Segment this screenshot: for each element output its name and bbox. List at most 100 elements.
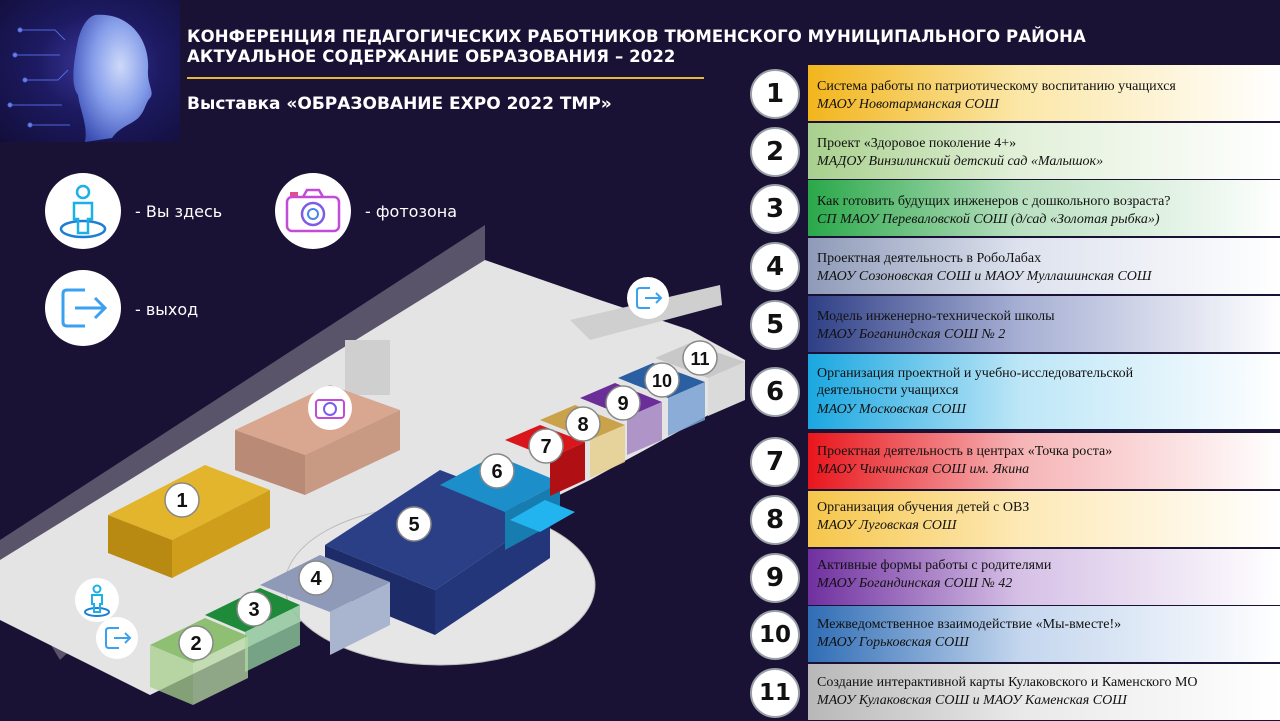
exhibit-number: 1 bbox=[750, 69, 800, 119]
svg-text:9: 9 bbox=[617, 393, 628, 415]
exhibit-number: 11 bbox=[750, 668, 800, 718]
title-line-1: КОНФЕРЕНЦИЯ ПЕДАГОГИЧЕСКИХ РАБОТНИКОВ ТЮ… bbox=[187, 27, 1086, 46]
exhibit-number: 10 bbox=[750, 610, 800, 660]
exhibit-school: МАОУ Созоновская СОШ и МАОУ Муллашинская… bbox=[817, 269, 1152, 284]
camera-icon bbox=[315, 399, 345, 419]
map-photozone-marker bbox=[308, 386, 352, 430]
exhibit-row-1: 1 Система работы по патриотическому восп… bbox=[742, 65, 1280, 122]
map-marker-2: 2 bbox=[178, 625, 214, 661]
stand-3-side bbox=[245, 605, 300, 672]
exhibition-subtitle: Выставка «ОБРАЗОВАНИЕ EXPO 2022 ТМР» bbox=[187, 94, 612, 114]
exit-icon bbox=[105, 627, 132, 649]
exhibit-row-panel bbox=[808, 549, 1280, 605]
stand-2-front bbox=[150, 645, 193, 705]
legend-photozone bbox=[275, 173, 351, 249]
map-marker-5: 5 bbox=[396, 506, 432, 542]
exhibit-title: Активные формы работы с родителями bbox=[817, 558, 1052, 573]
title-divider bbox=[187, 77, 704, 79]
exhibit-school: МАОУ Богандинская СОШ № 42 bbox=[817, 576, 1013, 591]
exhibit-row-panel bbox=[808, 123, 1280, 179]
stand-4-side bbox=[330, 582, 390, 655]
map-exit-marker-bottom bbox=[96, 617, 138, 659]
map-marker-4: 4 bbox=[298, 560, 334, 596]
exhibit-number: 6 bbox=[750, 367, 800, 417]
photozone-side bbox=[305, 410, 400, 495]
exhibit-school: МАОУ Новотарманская СОШ bbox=[817, 97, 999, 112]
exit-icon bbox=[636, 287, 663, 309]
exhibition-floor-map: 1 2 3 4 5 6 7 8 9 10 11 bbox=[0, 225, 745, 705]
legend-exit bbox=[45, 270, 121, 346]
exhibit-title: Организация проектной и учебно-исследова… bbox=[817, 366, 1134, 398]
person-here-icon bbox=[84, 584, 110, 617]
camera-icon bbox=[285, 188, 341, 233]
map-marker-3: 3 bbox=[236, 591, 272, 627]
exhibit-title: Модель инженерно-технической школы bbox=[817, 309, 1055, 324]
exhibit-row-panel bbox=[808, 354, 1280, 429]
legend-photozone-label: - фотозона bbox=[365, 202, 457, 221]
svg-text:7: 7 bbox=[540, 436, 551, 458]
stand-6-front-block bbox=[510, 500, 575, 532]
exhibit-number: 8 bbox=[750, 495, 800, 545]
exhibit-row-panel bbox=[808, 296, 1280, 352]
conference-logo bbox=[0, 0, 180, 142]
exhibit-row-panel bbox=[808, 664, 1280, 720]
legend-you-are-here-label: - Вы здесь bbox=[135, 202, 223, 221]
photozone-front bbox=[235, 430, 305, 495]
map-marker-6: 6 bbox=[479, 453, 515, 489]
exhibit-number: 4 bbox=[750, 242, 800, 292]
exhibit-number: 9 bbox=[750, 553, 800, 603]
exhibit-row-panel bbox=[808, 180, 1280, 236]
exhibit-row-panel bbox=[808, 606, 1280, 662]
exhibit-title: Организация обучения детей с ОВЗ bbox=[817, 500, 1030, 515]
exhibit-title: Проектная деятельность в РобоЛабах bbox=[817, 251, 1042, 266]
svg-text:4: 4 bbox=[310, 568, 322, 590]
exhibit-row-11: 11 Создание интерактивной карты Кулаковс… bbox=[742, 664, 1280, 721]
partition-wall bbox=[345, 340, 390, 395]
exhibit-school: МАОУ Боганиндская СОШ № 2 bbox=[817, 327, 1006, 342]
exhibit-row-panel bbox=[808, 65, 1280, 121]
person-here-icon bbox=[59, 184, 107, 239]
svg-text:6: 6 bbox=[491, 461, 502, 483]
svg-text:3: 3 bbox=[248, 599, 259, 621]
map-marker-9: 9 bbox=[605, 385, 641, 421]
exit-icon bbox=[61, 288, 108, 328]
floor bbox=[0, 260, 745, 695]
stand-2-side bbox=[193, 636, 248, 705]
exhibit-school: МАОУ Чикчинская СОШ им. Якина bbox=[817, 462, 1030, 477]
exhibit-school: МАДОУ Винзилинский детский сад «Малышок» bbox=[817, 154, 1104, 169]
stand-1-front bbox=[108, 515, 172, 578]
exhibit-school: МАОУ Московская СОШ bbox=[817, 402, 966, 417]
exhibit-row-7: 7 Проектная деятельность в центрах «Точк… bbox=[742, 433, 1280, 490]
exhibit-title: Система работы по патриотическому воспит… bbox=[817, 79, 1176, 94]
stand-8-side bbox=[590, 425, 625, 478]
map-marker-7: 7 bbox=[528, 428, 564, 464]
exhibit-row-5: 5 Модель инженерно-технической школы МАО… bbox=[742, 296, 1280, 353]
exhibit-row-panel bbox=[808, 491, 1280, 547]
map-marker-11: 11 bbox=[682, 340, 718, 376]
exhibit-row-6: 6 Организация проектной и учебно-исследо… bbox=[742, 354, 1280, 430]
svg-text:1: 1 bbox=[176, 490, 187, 512]
exhibit-school: МАОУ Горьковская СОШ bbox=[817, 635, 969, 650]
exhibit-title: Создание интерактивной карты Кулаковског… bbox=[817, 675, 1198, 690]
exhibit-school: МАОУ Кулаковская СОШ и МАОУ Каменская СО… bbox=[817, 693, 1127, 708]
exhibit-school: СП МАОУ Перевaловской СОШ (д/сад «Золота… bbox=[817, 212, 1160, 227]
map-marker-10: 10 bbox=[644, 362, 680, 398]
exhibit-title: Межведомственное взаимодействие «Мы-вмес… bbox=[817, 617, 1122, 632]
map-marker-8: 8 bbox=[565, 406, 601, 442]
legend-exit-label: - выход bbox=[135, 300, 199, 319]
map-you-are-here-marker bbox=[75, 578, 119, 622]
exhibit-title: Как готовить будущих инженеров с дошколь… bbox=[817, 194, 1171, 209]
legend-you-are-here bbox=[45, 173, 121, 249]
exhibit-row-panel bbox=[808, 238, 1280, 294]
stand-11-side bbox=[708, 362, 745, 416]
title-line-2: АКТУАЛЬНОЕ СОДЕРЖАНИЕ ОБРАЗОВАНИЯ – 2022 bbox=[187, 47, 676, 66]
exhibit-number: 7 bbox=[750, 437, 800, 487]
exhibit-title: Проектная деятельность в центрах «Точка … bbox=[817, 444, 1113, 459]
exhibit-number: 3 bbox=[750, 184, 800, 234]
exhibit-row-4: 4 Проектная деятельность в РобоЛабах МАО… bbox=[742, 238, 1280, 295]
stand-1-side bbox=[172, 490, 270, 578]
svg-text:2: 2 bbox=[190, 633, 201, 655]
exhibit-row-9: 9 Активные формы работы с родителями МАО… bbox=[742, 549, 1280, 606]
exhibit-row-8: 8 Организация обучения детей с ОВЗ МАОУ … bbox=[742, 491, 1280, 548]
exhibit-title: Проект «Здоровое поколение 4+» bbox=[817, 136, 1017, 151]
